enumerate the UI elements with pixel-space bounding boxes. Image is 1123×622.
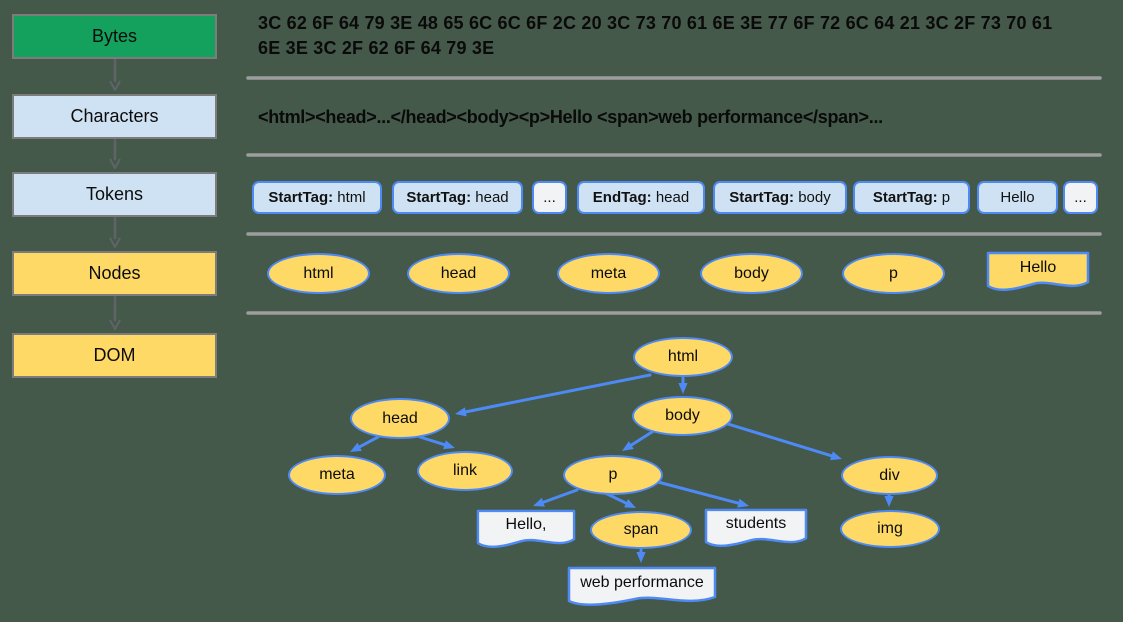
node-label: students xyxy=(725,515,787,533)
pipeline-arrow-head xyxy=(109,319,121,331)
text-node-shape xyxy=(476,509,576,549)
node-head: head xyxy=(407,253,510,294)
node-label: head xyxy=(382,409,418,427)
stage-label: Bytes xyxy=(91,26,138,46)
tree-arrow-shaft xyxy=(464,373,652,414)
dom-node-head: head xyxy=(350,398,450,439)
token-value: ... xyxy=(543,189,556,206)
token-starttag-body: StartTag:body xyxy=(713,181,847,214)
token-value: ... xyxy=(1074,189,1087,206)
node-label: head xyxy=(440,264,477,282)
tree-arrow-head xyxy=(622,441,634,451)
token-hello: Hello xyxy=(977,181,1058,214)
stage-dom: DOM xyxy=(12,333,217,378)
tree-arrow-head xyxy=(830,451,842,461)
tree-arrow-head xyxy=(636,552,646,563)
text-node-shape xyxy=(704,508,808,548)
dom-node-img: img xyxy=(840,510,940,548)
tree-arrow-head xyxy=(737,498,749,508)
stage-label: DOM xyxy=(93,345,136,365)
token-type: StartTag: xyxy=(268,189,334,206)
node-label: web performance xyxy=(580,573,704,591)
tree-arrow-head xyxy=(350,442,362,452)
token-endtag-head: EndTag:head xyxy=(577,181,705,214)
token-ellipsis: ... xyxy=(532,181,567,214)
token-value: Hello xyxy=(1000,189,1035,206)
tree-arrow-shaft xyxy=(726,422,833,458)
stage-tokens: Tokens xyxy=(12,172,217,217)
token-starttag-head: StartTag:head xyxy=(392,181,523,214)
node-label: meta xyxy=(319,466,355,483)
bytes-hex-line-2: 6E 3E 3C 2F 62 6F 64 79 3E xyxy=(258,38,495,58)
dom-node-meta: meta xyxy=(288,455,386,495)
tree-arrow-head xyxy=(884,496,894,507)
stage-nodes: Nodes xyxy=(12,251,217,296)
stage-label: Tokens xyxy=(85,184,144,204)
node-body: body xyxy=(700,253,803,294)
node-label: link xyxy=(452,462,477,479)
node-label: html xyxy=(667,348,699,365)
tree-arrow-head xyxy=(678,383,688,394)
dom-node-span: span xyxy=(590,511,692,549)
node-label: Hello xyxy=(1019,258,1057,276)
pipeline-arrow-head xyxy=(109,80,121,92)
dom-node-web-performance-text: web performance xyxy=(567,566,717,607)
tree-arrow-head xyxy=(443,440,455,450)
stage-characters: Characters xyxy=(12,94,217,139)
dom-node-body: body xyxy=(632,396,733,436)
node-label: img xyxy=(877,520,903,537)
node-label: body xyxy=(734,264,769,282)
bytes-hex-line-1: 3C 62 6F 64 79 3E 48 65 6C 6C 6F 2C 20 3… xyxy=(258,13,1053,33)
dom-node-html: html xyxy=(633,337,733,377)
node-label: Hello, xyxy=(505,516,547,534)
token-value: p xyxy=(941,189,951,206)
node-label: span xyxy=(623,521,659,538)
token-value: body xyxy=(798,189,831,206)
dom-node-students-text: students xyxy=(704,508,808,548)
stage-label: Nodes xyxy=(88,263,141,283)
node-label: body xyxy=(665,407,700,424)
tree-arrow-head xyxy=(533,497,545,507)
tree-arrow-shaft xyxy=(358,435,380,449)
tree-arrow-head xyxy=(624,499,636,508)
node-p: p xyxy=(842,253,945,294)
pipeline-arrow-head xyxy=(109,158,121,170)
token-starttag-html: StartTag:html xyxy=(252,181,382,214)
node-label: div xyxy=(879,466,900,484)
node-label: html xyxy=(303,264,334,282)
token-type: EndTag: xyxy=(592,189,652,206)
node-hello-text: Hello xyxy=(986,251,1090,292)
text-node-shape xyxy=(567,566,717,606)
tree-arrow-shaft xyxy=(656,480,740,505)
token-type: StartTag: xyxy=(406,189,472,206)
node-label: meta xyxy=(590,264,627,282)
dom-node-p: p xyxy=(563,455,663,495)
tree-arrow-shaft xyxy=(418,435,447,447)
stage-bytes: Bytes xyxy=(12,14,217,59)
tree-arrow-shaft xyxy=(541,488,579,504)
dom-node-link: link xyxy=(417,451,513,491)
token-type: StartTag: xyxy=(872,189,938,206)
pipeline-arrow-head xyxy=(109,237,121,249)
node-meta: meta xyxy=(557,253,660,294)
node-label: p xyxy=(608,466,618,483)
token-value: html xyxy=(337,189,366,206)
token-value: head xyxy=(475,189,509,206)
token-starttag-p: StartTag:p xyxy=(853,181,970,214)
node-html: html xyxy=(267,253,370,294)
tree-arrow-head xyxy=(455,407,467,417)
token-value: head xyxy=(655,189,690,206)
node-label: p xyxy=(889,264,898,282)
dom-node-div: div xyxy=(841,456,938,495)
characters-markup-text: <html><head>...</head><body><p>Hello <sp… xyxy=(258,107,883,127)
token-type: StartTag: xyxy=(729,189,795,206)
tree-arrow-shaft xyxy=(629,430,654,447)
stage-label: Characters xyxy=(70,106,159,126)
dom-node-hello-text: Hello, xyxy=(476,509,576,549)
text-node-shape xyxy=(986,251,1090,292)
token-ellipsis: ... xyxy=(1063,181,1098,214)
